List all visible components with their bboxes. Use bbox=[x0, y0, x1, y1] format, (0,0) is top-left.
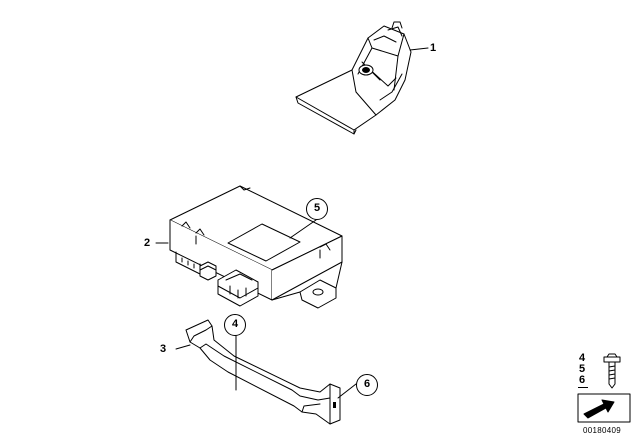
screw-icon bbox=[603, 353, 621, 389]
part-1-bracket bbox=[295, 21, 412, 135]
orientation-arrow-icon bbox=[577, 393, 631, 423]
callout-1: 1 bbox=[430, 42, 437, 54]
leader-line-5 bbox=[289, 219, 317, 239]
part-3-support-bracket bbox=[185, 319, 341, 425]
callout-3: 3 bbox=[160, 343, 167, 355]
callout-5-circle: 5 bbox=[306, 198, 328, 220]
leader-line-3 bbox=[175, 344, 191, 350]
legend-number-6: 6 bbox=[579, 374, 586, 386]
legend-number-5: 5 bbox=[579, 363, 586, 375]
callout-2: 2 bbox=[144, 237, 151, 249]
diagram-reference-number: 00180409 bbox=[583, 426, 621, 435]
legend-divider bbox=[578, 387, 588, 388]
part-2-control-module bbox=[169, 185, 343, 309]
callout-6-circle: 6 bbox=[356, 374, 378, 396]
leader-line-1 bbox=[409, 47, 429, 51]
legend-number-4: 4 bbox=[579, 352, 586, 364]
leader-line-6 bbox=[337, 383, 357, 399]
callout-4-circle: 4 bbox=[224, 314, 246, 336]
